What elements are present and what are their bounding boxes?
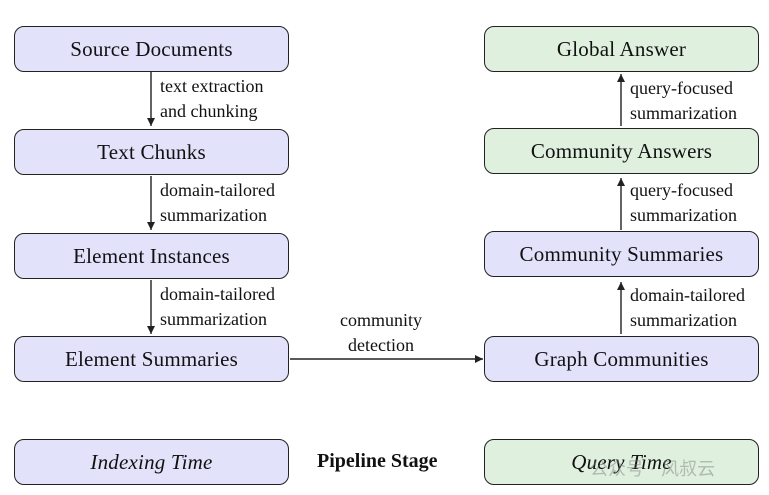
edge-label-query-focused-1: query-focused summarization [630,180,737,225]
edge-label-query-focused-2: query-focused summarization [630,78,737,123]
legend-query-time: Query Time [484,439,759,485]
edge-label-domain-tailored-3: domain-tailored summarization [630,285,745,330]
edge-label-domain-tailored-1: domain-tailored summarization [160,180,275,225]
edge-label-text-extraction: text extraction and chunking [160,76,264,121]
node-community-summaries: Community Summaries [484,231,759,277]
node-text-chunks: Text Chunks [14,129,289,175]
edge-label-domain-tailored-2: domain-tailored summarization [160,284,275,329]
watermark: 公众号 · 风叔云 [590,459,716,480]
node-graph-communities: Graph Communities [484,336,759,382]
node-community-answers: Community Answers [484,128,759,174]
node-element-instances: Element Instances [14,233,289,279]
edge-label-community-detection: community detection [340,310,422,355]
node-source-documents: Source Documents [14,26,289,72]
node-element-summaries: Element Summaries [14,336,289,382]
legend-indexing-time: Indexing Time [14,439,289,485]
node-global-answer: Global Answer [484,26,759,72]
legend-pipeline-stage: Pipeline Stage [317,450,438,472]
